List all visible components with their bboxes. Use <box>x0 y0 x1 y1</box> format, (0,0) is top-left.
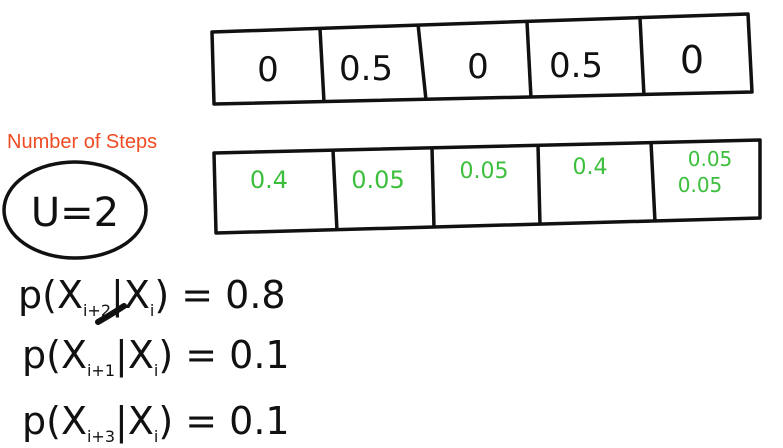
equation-rhs: ) = 0.1 <box>158 333 289 377</box>
top-cell-value: 0 <box>257 50 279 90</box>
svg-text:p(Xi+1|Xi) = 0.1: p(Xi+1|Xi) = 0.1 <box>22 333 290 380</box>
bottom-cell-value: 0.05 <box>688 147 733 171</box>
equation: p(Xi+3|Xi) = 0.1 <box>22 399 290 446</box>
equation-subscript: i <box>154 427 158 446</box>
bottom-row: 0.4 0.05 0.05 0.4 0.05 0.05 <box>212 138 762 235</box>
equation-rhs: ) = 0.1 <box>158 399 289 443</box>
bottom-cell-value: 0.05 <box>460 159 509 184</box>
svg-text:p(Xi+3|Xi) = 0.1: p(Xi+3|Xi) = 0.1 <box>22 399 290 446</box>
top-cell-value: 0.5 <box>549 46 603 86</box>
top-cell-value: 0.5 <box>339 49 393 89</box>
top-row: 0 0.5 0 0.5 0 <box>210 12 754 106</box>
top-cell-value: 0 <box>467 47 489 87</box>
equation-subscript: i+3 <box>87 427 115 446</box>
bottom-cell-value: 0.05 <box>678 173 723 197</box>
equation: p(Xi+2|Xi) = 0.8 <box>18 273 286 325</box>
u-value: U=2 <box>31 190 119 236</box>
top-cell-value: 0 <box>680 38 704 82</box>
equation-subscript: i+1 <box>87 361 115 380</box>
equation-mid: |X <box>115 399 154 444</box>
equation-mid: |X <box>115 333 154 378</box>
svg-text:p(Xi+2|Xi) = 0.8: p(Xi+2|Xi) = 0.8 <box>18 273 286 320</box>
u-circle: U=2 <box>2 160 148 260</box>
bottom-cell-value: 0.4 <box>573 155 608 180</box>
equation-lhs: p(X <box>22 399 87 443</box>
equation-rhs: ) = 0.8 <box>154 273 285 317</box>
number-of-steps-label: Number of Steps <box>7 131 158 153</box>
equation: p(Xi+1|Xi) = 0.1 <box>22 333 290 380</box>
equation-lhs: p(X <box>18 273 83 317</box>
equation-subscript: i <box>150 301 154 320</box>
bottom-cell-value: 0.05 <box>351 166 404 194</box>
equation-lhs: p(X <box>22 333 87 377</box>
bottom-cell-value: 0.4 <box>250 166 288 194</box>
equation-subscript: i <box>154 361 158 380</box>
